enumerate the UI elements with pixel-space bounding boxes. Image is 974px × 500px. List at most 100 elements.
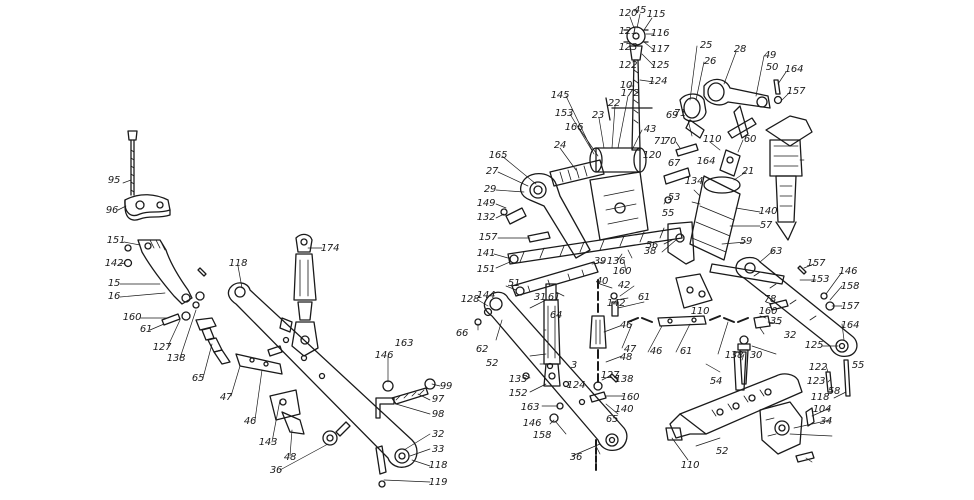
callout-label: 128	[460, 294, 480, 305]
callout-label: 45	[633, 5, 647, 16]
callout-label: 15	[107, 278, 121, 289]
bracket-part	[124, 194, 171, 221]
pin-part	[197, 267, 207, 277]
callout-label: 140	[758, 206, 778, 217]
leader-lines	[117, 13, 847, 483]
callout-label: 134	[684, 176, 704, 187]
callout-label: 55	[661, 208, 675, 219]
callout-label: 57	[759, 220, 773, 231]
callout-label: 24	[553, 140, 567, 151]
center-assembly	[474, 26, 683, 471]
callout-label: 32	[431, 429, 445, 440]
washer-part	[820, 292, 828, 300]
callout-label: 151	[476, 264, 496, 275]
callout-label: 118	[428, 460, 448, 471]
callout-label: 135	[508, 374, 528, 385]
callout-label: 26	[703, 56, 717, 67]
callout-label: 160	[122, 312, 142, 323]
callout-label: 66	[455, 328, 469, 339]
callout-label: 164	[696, 156, 716, 167]
rocker-arm-part	[703, 78, 771, 139]
callout-label: 123	[806, 376, 826, 387]
callout-label: 153	[810, 274, 830, 285]
callout-label: 25	[699, 40, 713, 51]
callout-label: 36	[269, 465, 283, 476]
bolt-part	[505, 207, 527, 225]
pin-part	[709, 263, 785, 285]
pin-part	[797, 265, 807, 275]
callout-label: 136	[606, 256, 626, 267]
callout-label: 27	[485, 166, 499, 177]
callout-label: 96	[105, 205, 119, 216]
lower-link-part	[227, 282, 418, 468]
washer-part	[664, 196, 672, 204]
hydraulic-cylinder-part	[689, 149, 741, 261]
callout-label: 50	[765, 62, 779, 73]
callout-label: 22	[607, 98, 621, 109]
callout-label: 158	[532, 430, 552, 441]
callout-label: 61	[679, 346, 693, 357]
callout-label: 143	[258, 437, 278, 448]
callout-label: 46	[243, 416, 257, 427]
callout-label: 59	[739, 236, 753, 247]
callout-label: 127	[600, 370, 620, 381]
nut-part	[522, 372, 530, 380]
callout-label: 71	[653, 136, 667, 147]
callout-label: 152	[508, 388, 528, 399]
rocker-arm-part	[679, 93, 707, 139]
callout-label: 33	[431, 444, 445, 455]
callout-label: 49	[763, 50, 777, 61]
callout-label: 67	[667, 158, 681, 169]
callout-label: 138	[166, 353, 186, 364]
pin-part	[527, 231, 551, 243]
callout-label: 121	[618, 26, 638, 37]
callout-label: 55	[851, 360, 865, 371]
callout-label: 160	[612, 266, 632, 277]
callout-label: 165	[488, 150, 508, 161]
callout-label: 157	[840, 301, 860, 312]
callout-label: 34	[819, 416, 833, 427]
callout-label: 141	[476, 248, 496, 259]
callout-label: 120	[618, 8, 638, 19]
callout-label: 3	[570, 360, 578, 371]
callout-label: 157	[478, 232, 498, 243]
callout-label: 142	[104, 258, 124, 269]
callout-label: 78	[763, 294, 777, 305]
callout-label: 48	[283, 452, 297, 463]
callout-label: 160	[758, 306, 778, 317]
callout-label: 60	[743, 134, 757, 145]
callout-label: 110	[680, 460, 700, 471]
callout-label: 52	[485, 358, 499, 369]
callout-label: 118	[228, 258, 248, 269]
callout-label: 163	[520, 402, 540, 413]
callout-label: 122	[618, 60, 638, 71]
bolt-part	[127, 130, 138, 196]
callout-label: 21	[741, 166, 755, 177]
callout-label: 28	[733, 44, 747, 55]
washer-part	[773, 95, 783, 105]
callout-label: 163	[394, 338, 414, 349]
callout-label: 97	[431, 394, 445, 405]
housing-part	[589, 171, 649, 241]
callout-label: 61	[637, 292, 651, 303]
callout-label: 71	[673, 108, 687, 119]
pin-part	[375, 445, 387, 488]
washer-part	[192, 301, 200, 309]
callout-label: 56	[645, 240, 659, 251]
callout-label: 46	[649, 346, 663, 357]
callout-label: 35	[769, 316, 783, 327]
check-chain-part	[195, 317, 283, 375]
callout-label: 146	[374, 350, 394, 361]
callout-label: 145	[550, 90, 570, 101]
callout-label: 70	[663, 136, 677, 147]
callout-label: 160	[620, 392, 640, 403]
callout-label: 166	[564, 122, 584, 133]
washer-part	[483, 307, 493, 317]
bolt-part	[769, 299, 789, 311]
callout-label: 39	[593, 256, 607, 267]
pin-part	[727, 117, 757, 139]
callout-label: 140	[614, 404, 634, 415]
lower-link-part	[483, 291, 628, 452]
